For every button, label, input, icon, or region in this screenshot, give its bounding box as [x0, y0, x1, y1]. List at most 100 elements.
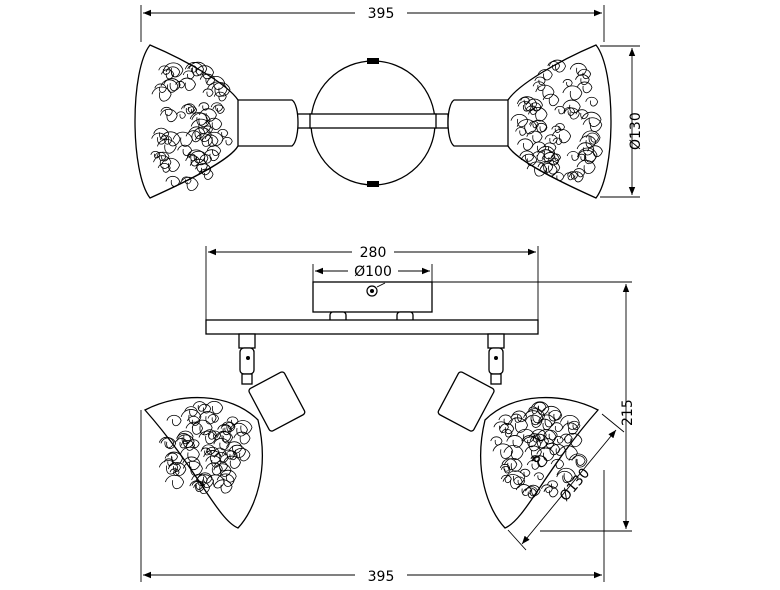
wire-loop — [534, 76, 546, 86]
wire-loop — [202, 88, 214, 97]
wire-loop — [576, 142, 595, 156]
canopy-screw-center — [370, 289, 374, 293]
wire-loop — [551, 128, 572, 144]
wire-loop — [577, 68, 592, 80]
wire-loop — [499, 423, 515, 435]
bottom-width-label: 395 — [368, 569, 395, 585]
wire-loop — [182, 456, 201, 471]
wire-loop — [507, 417, 528, 433]
wire-loop — [153, 127, 170, 140]
wire-loop — [525, 98, 543, 112]
shade-ext-bottom — [507, 529, 527, 551]
top-bar-front — [309, 113, 437, 129]
canopy-screw-tick — [376, 282, 386, 288]
wire-loop — [566, 151, 580, 161]
wire-loop — [563, 172, 575, 181]
wire-loop — [203, 125, 213, 134]
wire-loop — [167, 452, 178, 461]
bar-length-label-bg — [352, 242, 394, 260]
wire-loop — [188, 126, 206, 140]
wire-loop — [195, 65, 214, 80]
wire-loop — [493, 421, 509, 433]
wire-loop — [490, 436, 503, 446]
wire-loop — [192, 401, 207, 412]
wire-loop — [577, 149, 597, 165]
wire-loop — [224, 450, 238, 461]
wire-loop — [575, 74, 590, 86]
wire-loop — [554, 105, 566, 115]
right-stem-bottom — [490, 373, 502, 385]
wire-loop — [531, 151, 546, 162]
wire-loop — [186, 153, 197, 162]
wire-loop — [203, 149, 220, 162]
wire-loop — [172, 131, 193, 147]
wire-loop — [539, 162, 558, 177]
wire-loop — [182, 461, 203, 476]
top-right-shade — [507, 44, 612, 199]
wire-loop — [523, 410, 544, 426]
wire-loop — [178, 77, 196, 91]
canopy-label-bg — [348, 261, 398, 279]
wire-loop — [185, 421, 203, 435]
wire-loop — [198, 411, 217, 425]
wire-loop — [224, 422, 235, 430]
wire-loop — [533, 401, 547, 412]
wire-loop — [537, 149, 555, 163]
wire-loop — [214, 447, 226, 457]
top-right-holder — [447, 99, 511, 147]
wire-loop — [532, 81, 546, 92]
wire-loop — [179, 176, 199, 191]
wire-loop — [206, 145, 222, 156]
wire-loop — [205, 117, 223, 131]
wire-loop — [541, 484, 553, 494]
wire-loop — [550, 153, 561, 162]
wire-loop — [176, 111, 186, 119]
wire-loop — [158, 460, 179, 475]
wire-loop — [510, 413, 523, 423]
wire-loop — [226, 416, 239, 426]
wire-loop — [163, 62, 184, 78]
wire-loop — [160, 131, 181, 147]
wire-loop — [212, 104, 225, 114]
wire-loop — [193, 481, 211, 495]
wire-loop — [232, 447, 251, 462]
wire-loop — [559, 414, 580, 430]
wire-loop — [151, 132, 168, 145]
wire-loop — [562, 79, 573, 87]
wire-loop — [180, 446, 200, 462]
wire-loop — [160, 106, 173, 117]
wire-loop — [535, 122, 548, 133]
wire-loop — [536, 418, 553, 431]
left-lamp-holder — [248, 371, 306, 432]
wire-loop — [198, 102, 210, 111]
shade-ext-top — [601, 413, 625, 433]
wire-loop — [156, 151, 170, 162]
top-width-label: 395 — [368, 6, 395, 22]
height-label: 215 — [620, 399, 636, 426]
wire-loop — [184, 406, 198, 417]
wire-loop — [525, 105, 538, 115]
wire-loop — [158, 436, 175, 449]
wire-loop — [520, 153, 538, 166]
wire-loop — [501, 458, 518, 471]
wire-loop — [205, 462, 223, 476]
wire-loop — [199, 108, 217, 122]
wire-loop — [154, 151, 167, 161]
wire-loop — [562, 99, 581, 114]
wire-loop — [538, 414, 556, 428]
wire-loop — [187, 439, 200, 449]
wire-loop — [188, 61, 208, 76]
wire-loop — [229, 422, 248, 437]
wire-loop — [526, 130, 543, 143]
top-left-shade — [134, 44, 239, 199]
front-bar — [205, 319, 539, 335]
wire-loop — [520, 96, 530, 105]
front-left-shade — [143, 396, 263, 529]
wire-loop — [517, 138, 534, 151]
wire-loop — [200, 447, 211, 456]
front-left-arm — [238, 333, 306, 432]
right-lamp-holder — [437, 371, 495, 432]
wire-loop — [195, 474, 214, 489]
bar-length-label: 280 — [360, 245, 387, 261]
wire-loop — [165, 175, 181, 187]
